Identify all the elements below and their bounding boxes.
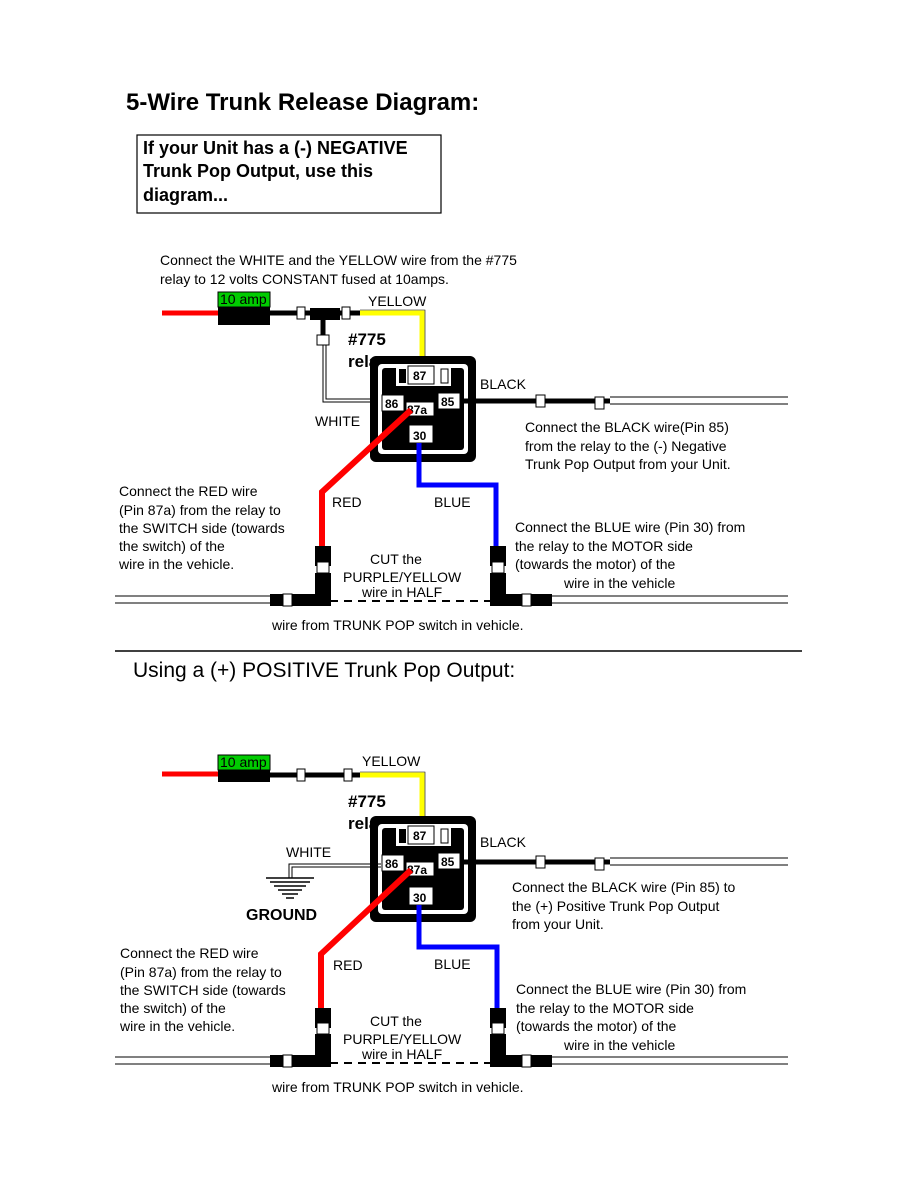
blue-wire [416, 905, 500, 1012]
pin-87a: 87a [407, 403, 427, 417]
yellow-wire [360, 772, 425, 828]
red-note-line-2: (Pin 87a) from the relay to [120, 964, 282, 980]
black-note-line-2: from the relay to the (-) Negative [525, 438, 727, 454]
red-label: RED [332, 494, 362, 510]
pin-86: 86 [385, 397, 399, 411]
blue-note-line-4: wire in the vehicle [563, 575, 675, 591]
yellow-label: YELLOW [362, 753, 421, 769]
pin-87: 87 [413, 829, 427, 843]
yellow-label: YELLOW [368, 293, 427, 309]
blue-note-line-3: (towards the motor) of the [515, 556, 676, 572]
connector [296, 768, 306, 782]
pin-85: 85 [441, 855, 455, 869]
relay-name: #775 [348, 330, 386, 349]
blue-note-line-1: Connect the BLUE wire (Pin 30) from [516, 981, 746, 997]
blue-label: BLUE [434, 494, 471, 510]
white-wire [322, 345, 381, 403]
connector [594, 857, 605, 871]
red-label: RED [333, 957, 363, 973]
cut-note-line-1: CUT the [370, 551, 422, 567]
blue-label: BLUE [434, 956, 471, 972]
connector [594, 396, 605, 410]
relay-name: #775 [348, 792, 386, 811]
bottom-note: wire from TRUNK POP switch in vehicle. [271, 617, 524, 633]
yellow-wire-outline [360, 771, 426, 828]
blue-note-line-2: the relay to the MOTOR side [515, 538, 693, 554]
red-note-line-1: Connect the RED wire [120, 945, 259, 961]
red-note-line-3: the SWITCH side (towards [119, 520, 285, 536]
pin-86: 86 [385, 857, 399, 871]
relay-775: 87 86 87a 85 30 [370, 356, 476, 462]
cut-note-line-2: PURPLE/YELLOW [343, 569, 462, 585]
diagram-positive: 10 amp YELLOW #775 relay 87 86 87a 85 [115, 753, 788, 1095]
pin-30: 30 [413, 429, 427, 443]
relay-775: 87 86 87a 85 30 [370, 816, 476, 922]
pin-30: 30 [413, 891, 427, 905]
black-label: BLACK [480, 376, 527, 392]
blue-note-line-4: wire in the vehicle [563, 1037, 675, 1053]
black-note-line-2: the (+) Positive Trunk Pop Output [512, 898, 719, 914]
diagram-negative: Connect the WHITE and the YELLOW wire fr… [115, 252, 788, 633]
red-note-line-3: the SWITCH side (towards [120, 982, 286, 998]
fuse-label: 10 amp [220, 291, 267, 307]
blue-note-line-2: the relay to the MOTOR side [516, 1000, 694, 1016]
blue-note-line-1: Connect the BLUE wire (Pin 30) from [515, 519, 745, 535]
page-title: 5-Wire Trunk Release Diagram: [126, 89, 479, 116]
blue-wire [416, 443, 499, 548]
intro-box: If your Unit has a (-) NEGATIVE Trunk Po… [136, 134, 442, 214]
red-note-line-4: the switch) of the [119, 538, 225, 554]
red-note-line-2: (Pin 87a) from the relay to [119, 502, 281, 518]
black-note-line-1: Connect the BLACK wire (Pin 85) to [512, 879, 736, 895]
white-label: WHITE [315, 413, 360, 429]
intro-line-3: diagram... [143, 185, 228, 205]
black-note-line-1: Connect the BLACK wire(Pin 85) [525, 419, 729, 435]
top-note-line-1: Connect the WHITE and the YELLOW wire fr… [160, 252, 517, 268]
white-wire-inner [291, 866, 381, 878]
white-label: WHITE [286, 844, 331, 860]
right-tap-junction [490, 546, 552, 607]
connector [535, 855, 546, 869]
red-note-line-4: the switch) of the [120, 1000, 226, 1016]
cut-note-line-1: CUT the [370, 1013, 422, 1029]
black-note-line-3: Trunk Pop Output from your Unit. [525, 456, 731, 472]
blue-note-line-3: (towards the motor) of the [516, 1018, 677, 1034]
connector [316, 334, 330, 346]
pin-87a: 87a [407, 863, 427, 877]
red-note-line-1: Connect the RED wire [119, 483, 258, 499]
bottom-note: wire from TRUNK POP switch in vehicle. [271, 1079, 524, 1095]
left-tap-junction [270, 546, 331, 607]
connector [535, 394, 546, 408]
section2-title: Using a (+) POSITIVE Trunk Pop Output: [133, 659, 515, 682]
black-note-line-3: from your Unit. [512, 916, 604, 932]
connector [296, 306, 306, 320]
white-wire [288, 863, 381, 878]
white-wire-inner [325, 345, 381, 400]
top-note-line-2: relay to 12 volts CONSTANT fused at 10am… [160, 271, 449, 287]
red-note-line-5: wire in the vehicle. [119, 1018, 235, 1034]
cut-note-line-2: PURPLE/YELLOW [343, 1031, 462, 1047]
red-note-line-5: wire in the vehicle. [118, 556, 234, 572]
intro-line-2: Trunk Pop Output, use this [143, 161, 373, 181]
yellow-wire [360, 310, 425, 368]
cut-note-line-3: wire in HALF [361, 584, 442, 600]
fuse-holder [218, 307, 270, 325]
fuse-holder [218, 770, 270, 782]
left-tap-junction [270, 1008, 331, 1068]
pin-85: 85 [441, 395, 455, 409]
connector [343, 768, 353, 782]
ground-label: GROUND [246, 907, 317, 924]
intro-line-1: If your Unit has a (-) NEGATIVE [143, 138, 408, 158]
cut-note-line-3: wire in HALF [361, 1046, 442, 1062]
fuse-label: 10 amp [220, 754, 267, 770]
pin-87: 87 [413, 369, 427, 383]
red-wire [318, 867, 414, 1012]
yellow-wire-outline [360, 309, 426, 368]
right-tap-junction [490, 1008, 552, 1068]
ground-symbol-icon [266, 877, 314, 899]
connector [341, 306, 351, 320]
black-label: BLACK [480, 834, 527, 850]
red-wire [319, 407, 414, 548]
